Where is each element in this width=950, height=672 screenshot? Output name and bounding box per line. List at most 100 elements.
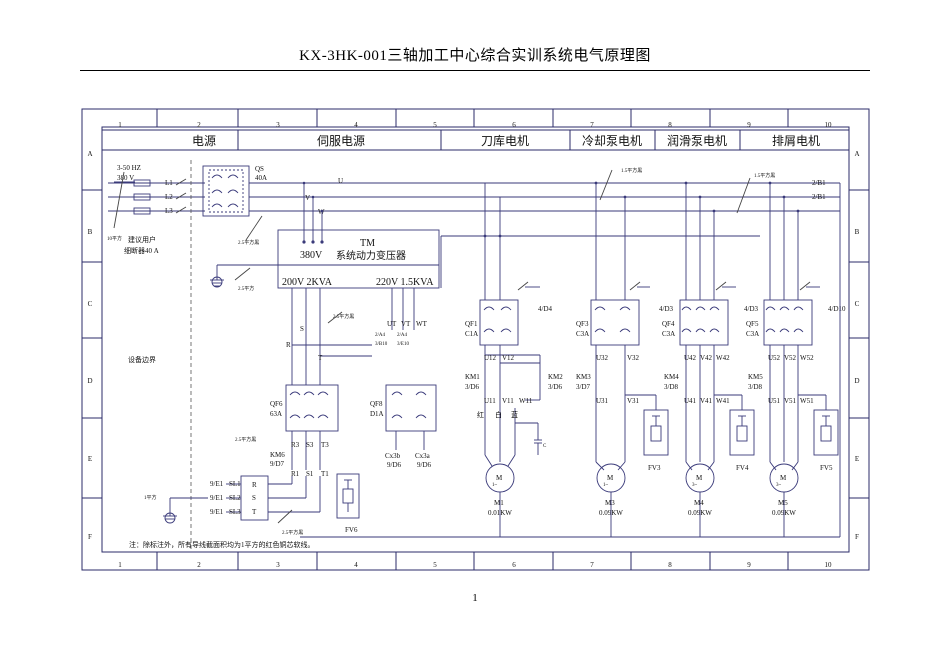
surge-fv5-label: FV5 — [820, 464, 833, 472]
row-letter-left: B — [88, 228, 93, 236]
chip-term-v51: V51 — [784, 397, 797, 405]
wire-color-red: 红 — [477, 410, 484, 419]
col-number-bottom: 6 — [512, 561, 516, 569]
col-number-top: 5 — [433, 121, 437, 129]
row-letter-left: D — [87, 377, 92, 385]
motor-m4-id: M4 — [694, 499, 704, 507]
sl-phase-r: R — [252, 481, 257, 489]
servo-out-t3: T3 — [321, 441, 329, 449]
breaker-qf1-id: QF1 — [465, 320, 478, 328]
chip-ref-2: 4/D10 — [828, 305, 846, 313]
tap-ut: UT — [387, 320, 397, 328]
main-breaker-qs — [202, 165, 250, 217]
motor-m1-id: M1 — [494, 499, 504, 507]
surge-fv4-label: FV4 — [736, 464, 749, 472]
chip-ref-1: 4/D3 — [744, 305, 759, 313]
row-letter-right: A — [854, 150, 859, 158]
lube-term-v42: V42 — [700, 354, 713, 362]
magazine-term-v11: V11 — [502, 397, 514, 405]
motor-m4-phase: 3~ — [692, 483, 698, 488]
coolant-term-u31: U31 — [596, 397, 609, 405]
contactor-km2-id: KM2 — [548, 373, 563, 381]
contactor-km5-id: KM5 — [748, 373, 763, 381]
contactor-km4-id: KM4 — [664, 373, 679, 381]
chip-term-w52: W52 — [800, 354, 814, 362]
servo-line-t: T — [318, 354, 323, 362]
servo-out-r1: R1 — [291, 470, 300, 478]
ground-symbol-transformer — [210, 264, 278, 288]
breaker-qf4-id: QF4 — [662, 320, 675, 328]
magazine-term-v12: V12 — [502, 354, 515, 362]
servo-line-s: S — [300, 325, 304, 333]
header-lube-pump-motor: 润滑泵电机 — [667, 134, 727, 148]
transformer-secondary-1: 200V 2KVA — [282, 277, 333, 288]
surge-fv3-label: FV3 — [648, 464, 661, 472]
lube-term-u41: U41 — [684, 397, 697, 405]
column-ticks — [82, 109, 869, 570]
header-tool-magazine-motor: 刀库电机 — [481, 133, 529, 148]
lube-ref: 4/D3 — [659, 305, 674, 313]
breaker-qf3-rating: C3A — [576, 330, 589, 338]
breaker-qf8-id: QF8 — [370, 400, 383, 408]
wire-note-filter: 2.5平方黑 — [282, 529, 303, 536]
motor-m1-symbol: M — [496, 474, 503, 482]
contactor-km6-ref: 9/D7 — [270, 460, 285, 468]
sl-phase-s: S — [252, 494, 256, 502]
chip-term-u51: U51 — [768, 397, 781, 405]
motor-m5-id: M5 — [778, 499, 788, 507]
coolant-term-v32: V32 — [627, 354, 640, 362]
equipment-boundary-label: 设备边界 — [128, 355, 156, 364]
contactor-km1-id: KM1 — [465, 373, 480, 381]
breaker-qf3-id: QF3 — [576, 320, 589, 328]
phase-label-l1: L1 — [165, 179, 173, 187]
bus-ref-upper: 2/B1 — [812, 179, 826, 187]
supply-voltage: 380 V — [117, 174, 134, 182]
breaker-qf5-rating: C3A — [746, 330, 759, 338]
breaker-qf1-rating: C1A — [465, 330, 478, 338]
breaker-qf4-rating: C3A — [662, 330, 675, 338]
breaker-qf6 — [285, 384, 339, 470]
ground-bus-drops — [499, 183, 841, 537]
col-number-bottom: 2 — [197, 561, 201, 569]
transformer-primary-voltage: 380V — [300, 250, 323, 261]
col-number-top: 8 — [668, 121, 672, 129]
col-number-bottom: 5 — [433, 561, 437, 569]
coolant-term-u32: U32 — [596, 354, 609, 362]
coolant-term-v31: V31 — [627, 397, 640, 405]
sl-label-1: SL1 — [229, 480, 241, 488]
col-number-bottom: 7 — [590, 561, 594, 569]
contactor-km1-ref: 3/D6 — [465, 383, 480, 391]
contactor-km2-ref: 3/D6 — [548, 383, 563, 391]
transformer-primary-leads — [302, 181, 324, 244]
sl-ref-3: 9/E1 — [210, 508, 224, 516]
terminal-cx3b-ref: 9/D6 — [387, 461, 402, 469]
servo-out-t1: T1 — [321, 470, 329, 478]
servo-supply-wiring — [291, 288, 415, 385]
terminal-cx3a: Cx3a — [415, 452, 431, 460]
row-letter-right: C — [855, 300, 860, 308]
phase-label-l3: L3 — [165, 207, 173, 215]
magazine-term-u12: U12 — [484, 354, 497, 362]
terminal-cx3a-ref: 9/D6 — [417, 461, 432, 469]
bus-ref-lower: 2/B1 — [812, 193, 826, 201]
motor-m5-symbol: M — [780, 474, 787, 482]
col-number-bottom: 10 — [825, 561, 833, 569]
col-number-bottom: 4 — [354, 561, 358, 569]
col-number-top: 6 — [512, 121, 516, 129]
transformer-id: TM — [360, 238, 375, 249]
contactor-km3-id: KM3 — [576, 373, 591, 381]
motor-m3-phase: 1~ — [603, 483, 609, 488]
sl-label-2: SL2 — [229, 494, 241, 502]
contactor-km4-ref: 3/D8 — [664, 383, 679, 391]
capacitor-label: C — [543, 444, 547, 449]
row-letter-left: A — [87, 150, 92, 158]
main-bus — [245, 169, 840, 241]
lube-circuit — [679, 181, 755, 462]
header-servo-power: 伺服电源 — [317, 134, 365, 148]
magazine-ref: 4/D4 — [538, 305, 553, 313]
tap-ref-d: 3/E10 — [397, 342, 409, 347]
row-letter-right: F — [855, 533, 859, 541]
contactor-km3-ref: 3/D7 — [576, 383, 591, 391]
breaker-qs-rating: 40A — [255, 174, 267, 182]
servo-out-s3: S3 — [306, 441, 314, 449]
